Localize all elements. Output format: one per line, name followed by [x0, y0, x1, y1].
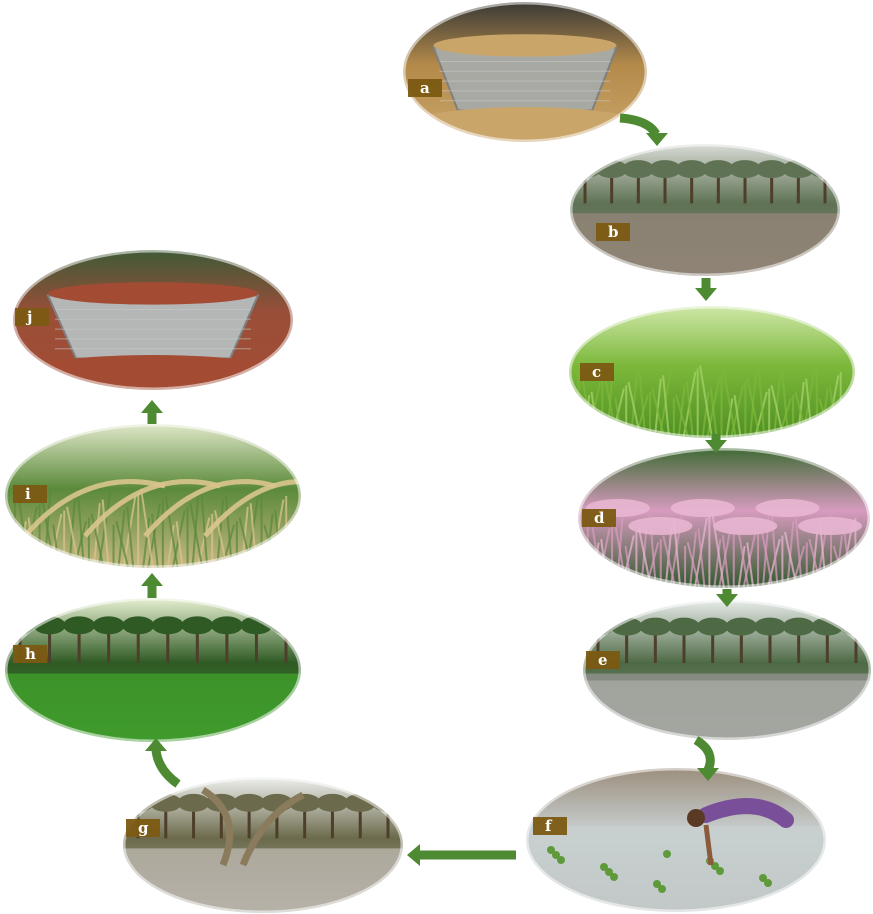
stage-label-a: a — [420, 79, 430, 97]
stage-photo-j: j — [0, 250, 307, 404]
arrow-h-to-i — [141, 573, 163, 598]
stage-photo-b: b — [569, 144, 841, 279]
stage-photo-i: i — [0, 424, 330, 568]
arrow-b-to-c — [695, 278, 717, 301]
stage-photo-e: e — [582, 600, 872, 751]
stage-photo-a: a — [391, 2, 659, 156]
stage-label-h: h — [25, 645, 36, 663]
stage-photo-g: g — [122, 777, 404, 914]
arrow-a-to-b — [620, 118, 668, 146]
stage-label-g: g — [138, 819, 149, 837]
stage-label-j: j — [25, 308, 32, 326]
stage-photo-f: f — [526, 768, 826, 914]
stage-label-b: b — [608, 223, 619, 241]
stage-label-c: c — [592, 363, 601, 381]
arrow-g-to-h — [145, 738, 178, 784]
stage-label-d: d — [594, 509, 605, 527]
stage-label-e: e — [598, 651, 608, 669]
stage-photo-c: c — [557, 306, 862, 438]
stage-label-i: i — [25, 485, 31, 503]
stage-photo-h: h — [4, 598, 302, 746]
arrow-f-to-g — [407, 844, 516, 866]
arrow-i-to-j — [141, 400, 163, 424]
stage-photo-d: d — [566, 448, 873, 588]
